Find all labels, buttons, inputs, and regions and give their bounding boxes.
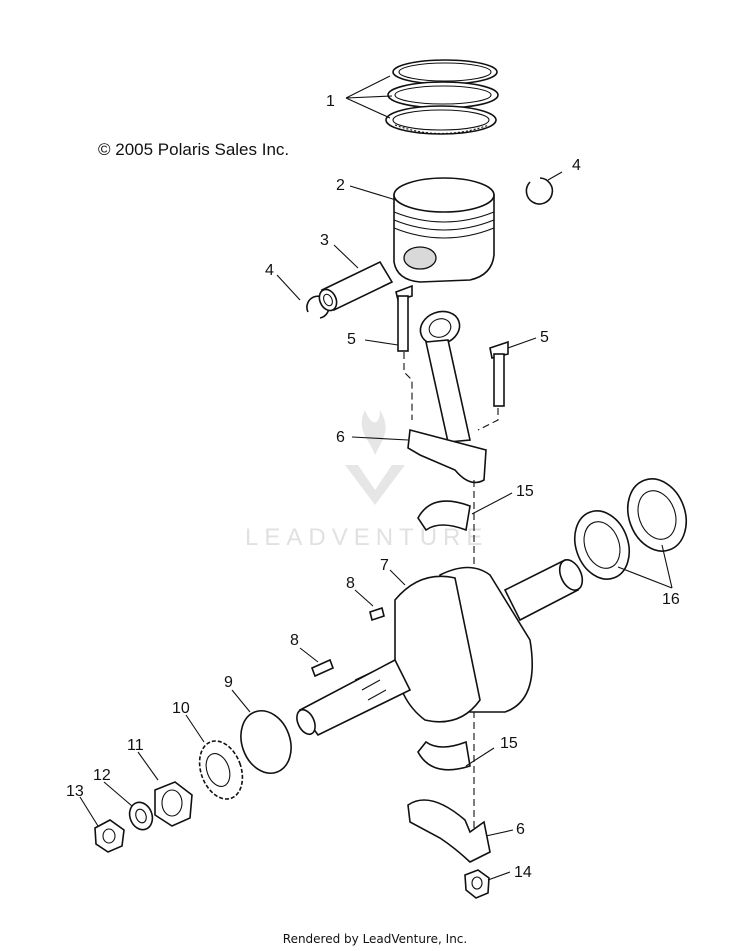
callout-4-left: 4 [265, 262, 274, 279]
copyright-notice: © 2005 Polaris Sales Inc. [98, 140, 290, 159]
callout-7: 7 [380, 557, 389, 574]
circlip-right [525, 177, 554, 205]
callout-6-lower: 6 [516, 821, 525, 838]
bearing-shell-upper [417, 500, 471, 532]
callout-5-right: 5 [540, 329, 549, 346]
rendered-by-footer: Rendered by LeadVenture, Inc. [282, 932, 468, 946]
callout-9: 9 [224, 674, 233, 691]
callout-11: 11 [127, 737, 144, 754]
main-bearings [573, 478, 687, 580]
rod-bolt-right [489, 340, 509, 407]
collar [154, 781, 193, 827]
callout-12: 12 [93, 767, 111, 784]
callout-2: 2 [336, 177, 345, 194]
rod-cap [407, 799, 491, 863]
o-ring [240, 710, 292, 774]
rod-bolt-left [395, 284, 413, 352]
bearing-shell-lower [417, 740, 471, 771]
callout-15-upper: 15 [516, 483, 534, 500]
callout-8-upper: 8 [346, 575, 355, 592]
callout-16: 16 [662, 591, 680, 608]
leadventure-watermark: LEADVENTURE [245, 410, 488, 551]
callout-4-right: 4 [572, 157, 581, 174]
woodruff-key-lower [310, 658, 335, 678]
piston [393, 177, 495, 283]
callout-6-upper: 6 [336, 429, 345, 446]
leader-lines [79, 75, 673, 881]
callout-3: 3 [320, 232, 329, 249]
watermark-text: LEADVENTURE [245, 524, 488, 551]
wrist-pin [318, 260, 394, 312]
connecting-rod [407, 310, 487, 484]
woodruff-key-upper [369, 606, 385, 622]
piston-rings [385, 59, 499, 135]
crankshaft-nut [94, 819, 125, 853]
callout-8-lower: 8 [290, 632, 299, 649]
rod-nut [464, 869, 490, 899]
callout-15-lower: 15 [500, 735, 518, 752]
callout-14: 14 [514, 864, 532, 881]
washer [128, 801, 154, 831]
callout-5-left: 5 [347, 331, 356, 348]
callout-1: 1 [326, 93, 335, 110]
callout-10: 10 [172, 700, 190, 717]
sprocket [198, 740, 244, 800]
crankshaft [296, 558, 584, 737]
callout-13: 13 [66, 783, 84, 800]
